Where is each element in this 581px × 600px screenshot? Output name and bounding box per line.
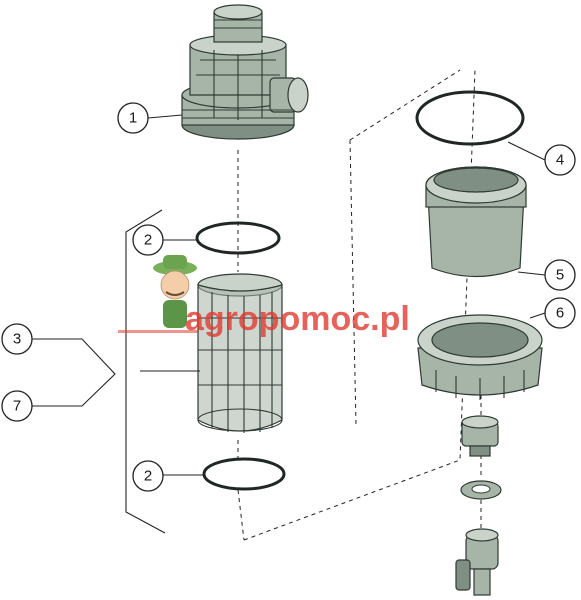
svg-text:2: 2 — [144, 232, 152, 249]
drain-valve-part — [455, 528, 499, 596]
callout-7: 7 — [1, 390, 33, 422]
svg-text:7: 7 — [13, 398, 21, 415]
callout-5: 5 — [544, 259, 576, 291]
drain-plug-part — [461, 415, 499, 457]
filter-cartridge-cage — [197, 273, 283, 433]
drain-washer-part — [460, 480, 502, 500]
callout-4: 4 — [544, 144, 576, 176]
svg-text:2: 2 — [144, 468, 152, 485]
svg-text:4: 4 — [556, 152, 564, 169]
callout-2-lower: 2 — [132, 460, 164, 492]
o-ring-large — [415, 90, 525, 146]
svg-text:5: 5 — [556, 267, 564, 284]
svg-text:3: 3 — [13, 331, 21, 348]
watermark-text: agropomoc.pl — [185, 300, 410, 338]
farmer-mascot-icon — [118, 255, 198, 333]
filter-head-part — [181, 4, 309, 140]
callout-6: 6 — [544, 297, 576, 329]
watermark-logo: agropomoc.pl — [118, 255, 410, 338]
svg-text:1: 1 — [129, 110, 137, 127]
callout-2-upper: 2 — [132, 224, 164, 256]
svg-text:6: 6 — [556, 305, 564, 322]
nut-part — [417, 314, 543, 400]
callout-3: 3 — [1, 323, 33, 355]
filter-bowl-part — [425, 166, 527, 278]
callout-1: 1 — [117, 102, 149, 134]
o-ring-upper — [195, 221, 281, 255]
o-ring-lower — [202, 457, 286, 491]
leader-lines — [32, 114, 546, 534]
